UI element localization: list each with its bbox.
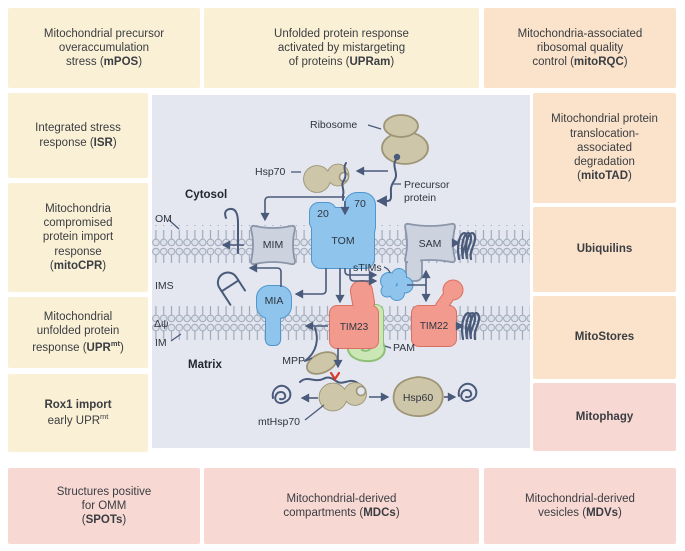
hsp60-label: Hsp60 [403,392,434,404]
tom-complex [309,192,376,269]
label-text-ubiquilins: Ubiquilins [576,243,633,256]
stims-label: sTIMs [353,262,382,274]
mia-protein [256,285,292,346]
precursor-protein-label-line2: protein [404,192,436,204]
oxidized-folded-protein-icon [216,271,246,306]
mim-label: MIM [263,239,283,251]
precursor-protein-label-line1: Precursor [404,179,450,191]
pathway-diagram: Cytosol OM IMS Δψ IM Matrix Ribosome Hsp… [152,95,530,448]
tom-label: TOM [331,235,354,247]
mpp-protease [305,351,339,375]
om-label: OM [155,213,172,225]
precursor-on-hsp70-squiggle [341,162,347,201]
mthsp70-chaperone [318,382,367,412]
label-text-mitostores: MitoStores [574,331,635,344]
label-text-mitophagy: Mitophagy [575,410,634,423]
label-box-mitostores: MitoStores [533,296,676,379]
mia-label: MIA [265,295,284,307]
ims-label: IMS [155,280,174,292]
tom70-label: 70 [354,198,366,210]
im-label: IM [155,337,167,349]
stims-chaperone-cluster [380,268,414,301]
tom20-label: 20 [317,208,329,220]
mthsp70-label: mtHsp70 [258,416,300,428]
pathway-arrows [221,166,465,403]
hsp60-chaperonin [392,376,444,418]
mim-complex [250,224,296,266]
pathway-diagram-panel: Cytosol OM IMS Δψ IM Matrix Ribosome Hsp… [152,95,530,448]
matrix-label: Matrix [188,359,222,371]
tim22-complex [411,279,464,347]
label-box-mitophagy: Mitophagy [533,383,676,451]
ribosome-label: Ribosome [310,119,357,131]
ribosome [381,114,429,165]
laterally-released-precursor-squiggle [304,327,318,362]
sam-complex [404,222,456,282]
hsp70-label: Hsp70 [255,166,286,178]
om-inserted-precursor-squiggle [224,207,239,254]
membrane-potential-label: Δψ [154,318,169,330]
label-box-ubiquilins: Ubiquilins [533,207,676,292]
mpp-label: MPP [282,355,305,367]
mthsp70-substrate-notch [355,385,367,397]
cytosol-label: Cytosol [185,189,227,201]
sam-label: SAM [419,238,442,250]
tim23-complex [329,279,379,349]
precursor-from-ribosome-squiggle [376,157,398,207]
label-leader-lines [168,124,401,421]
cleavage-site-red-arrowhead [329,371,341,381]
tim23-label: TIM23 [340,322,369,333]
tim22-label: TIM22 [420,321,449,332]
pam-label: PAM [393,342,415,354]
